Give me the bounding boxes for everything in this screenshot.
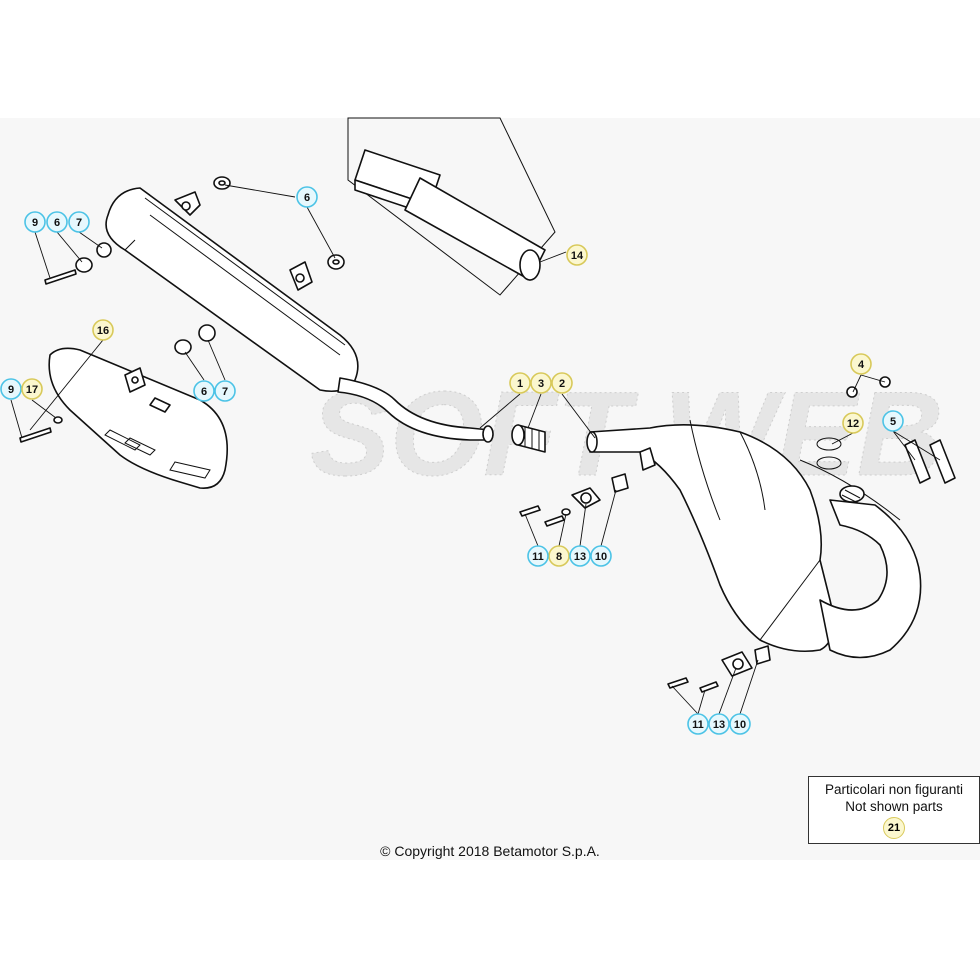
svg-text:9: 9 [8,384,14,396]
svg-text:12: 12 [847,418,859,430]
svg-text:3: 3 [538,378,544,390]
svg-text:10: 10 [595,551,607,563]
mount-brackets [519,473,771,693]
not-shown-parts-box: Particolari non figuranti Not shown part… [808,776,980,844]
callout-11-low[interactable]: 11 [687,713,709,735]
leader-lines [10,184,941,715]
callout-17[interactable]: 17 [21,378,43,400]
svg-text:11: 11 [692,719,704,731]
svg-text:8: 8 [556,551,562,563]
callout-12[interactable]: 12 [842,412,864,434]
callout-6-left[interactable]: 6 [46,211,68,233]
svg-text:10: 10 [734,719,746,731]
svg-text:5: 5 [890,416,896,428]
callout-4[interactable]: 4 [850,353,872,375]
svg-text:6: 6 [304,192,310,204]
svg-text:6: 6 [54,217,60,229]
heat-shield [48,347,228,489]
svg-text:6: 6 [201,386,207,398]
callout-21[interactable]: 21 [883,817,905,839]
callout-16[interactable]: 16 [92,319,114,341]
callouts: 1 2 3 4 5 6 6 6 7 7 8 9 9 10 10 11 11 12… [0,186,904,735]
callout-9-left[interactable]: 9 [24,211,46,233]
callout-6-lower[interactable]: 6 [193,380,215,402]
callout-7-lower[interactable]: 7 [214,380,236,402]
svg-text:1: 1 [517,378,523,390]
expansion-chamber [586,419,922,659]
svg-text:16: 16 [97,325,109,337]
svg-text:9: 9 [32,217,38,229]
callout-6-top[interactable]: 6 [296,186,318,208]
callout-13-mid[interactable]: 13 [569,545,591,567]
callout-3[interactable]: 3 [530,372,552,394]
callout-10-mid[interactable]: 10 [590,545,612,567]
packing-box [347,117,556,296]
silencer-fasteners [19,176,345,443]
silencer [105,187,494,443]
svg-text:13: 13 [713,719,725,731]
coupling-sleeve [511,424,546,453]
callout-5[interactable]: 5 [882,410,904,432]
note-line-english: Not shown parts [845,799,943,814]
callout-13-low[interactable]: 13 [708,713,730,735]
note-line-italian: Particolari non figuranti [824,782,964,797]
svg-text:11: 11 [532,551,544,563]
callout-14[interactable]: 14 [566,244,588,266]
svg-text:14: 14 [571,250,584,262]
svg-text:7: 7 [222,386,228,398]
callout-2[interactable]: 2 [551,372,573,394]
callout-11-mid[interactable]: 11 [527,545,549,567]
svg-text:4: 4 [858,359,865,371]
svg-text:17: 17 [26,384,38,396]
callout-9-lower[interactable]: 9 [0,378,22,400]
callout-10-low[interactable]: 10 [729,713,751,735]
svg-text:13: 13 [574,551,586,563]
svg-text:7: 7 [76,217,82,229]
callout-8[interactable]: 8 [548,545,570,567]
orings-springs [816,376,956,484]
svg-text:2: 2 [559,378,565,390]
callout-1[interactable]: 1 [509,372,531,394]
callout-7-left[interactable]: 7 [68,211,90,233]
copyright-text: © Copyright 2018 Betamotor S.p.A. [380,843,600,859]
